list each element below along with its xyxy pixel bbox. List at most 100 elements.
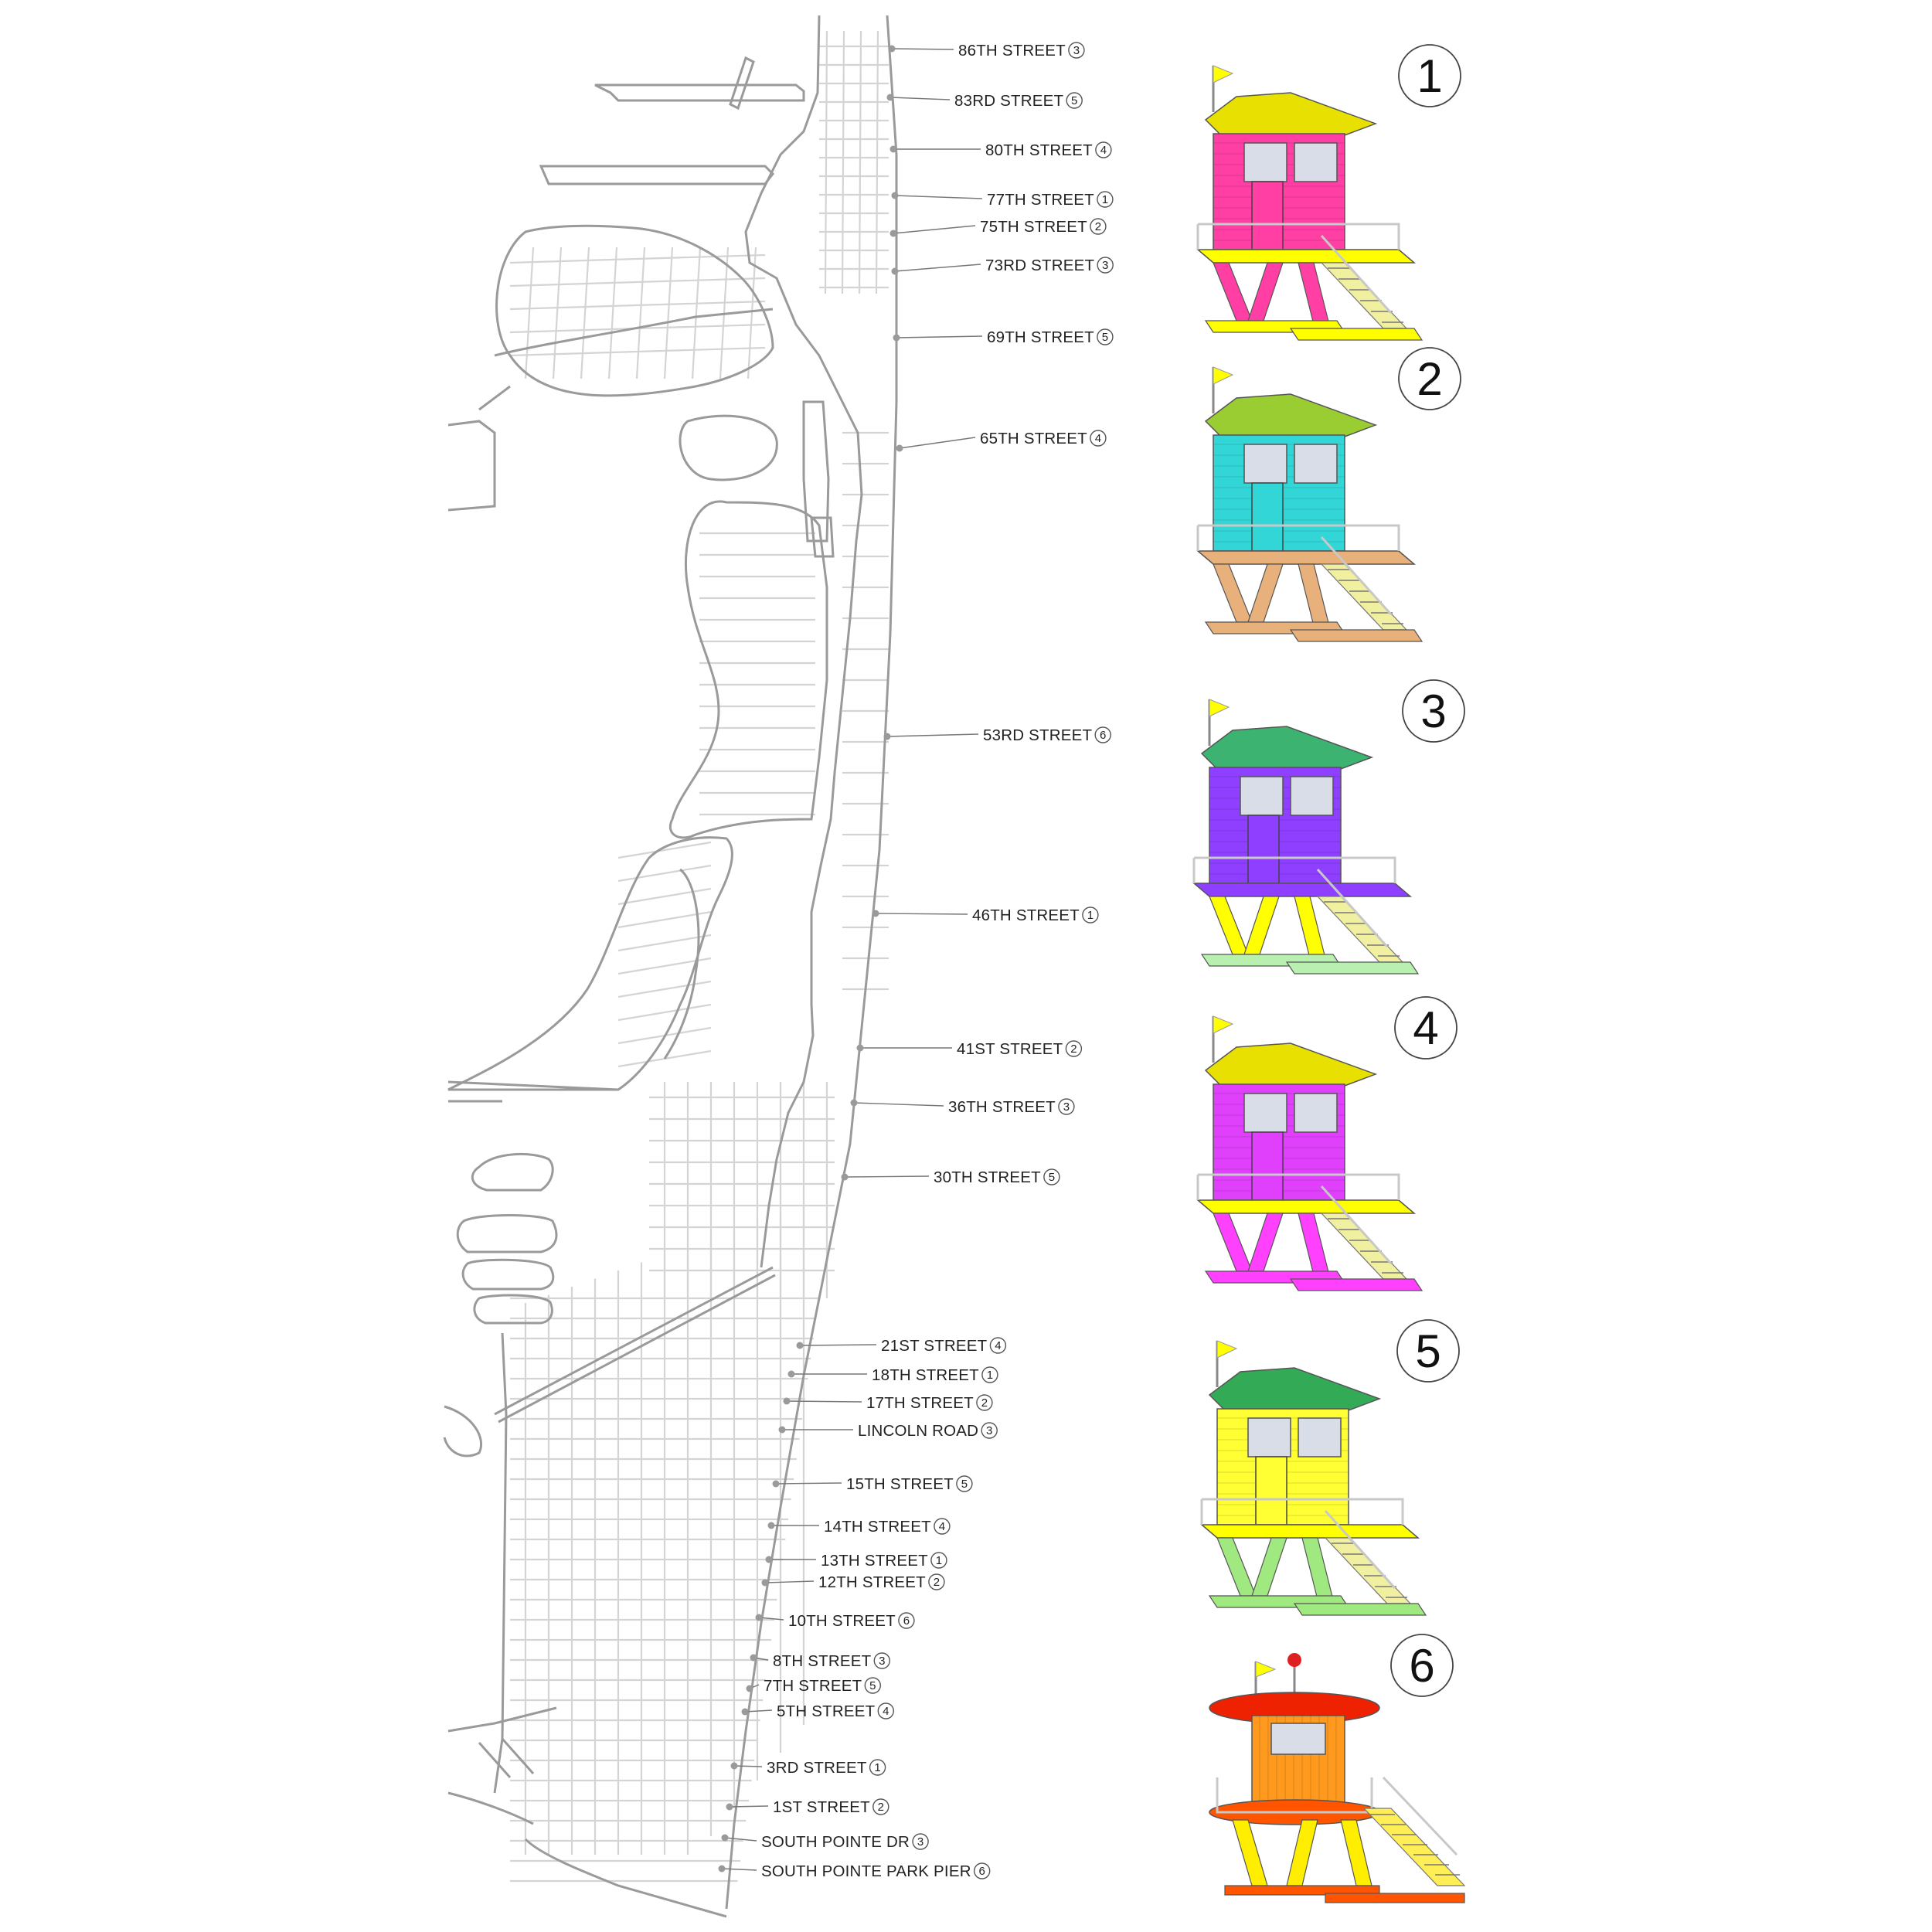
station-label: 69TH STREET [987,328,1094,346]
tower-number-badge [1396,1319,1460,1383]
station-dot [778,1426,786,1434]
station-label: 7TH STREET [764,1677,862,1695]
tower-type-badge [912,1833,929,1850]
tower-type-badge [873,1652,890,1669]
tower-type-badge [974,1862,991,1879]
station-label: 83RD STREET [954,92,1063,110]
station-dot [755,1614,763,1621]
tower-type-badge [877,1702,894,1719]
leader-line [744,1709,773,1713]
tower-number: 4 [1413,1002,1438,1054]
tower-type-number: 1 [987,1369,993,1382]
station-label: 10TH STREET [788,1612,896,1630]
tower-type-badge [981,1366,998,1383]
tower-type-number: 3 [879,1655,885,1668]
station-dot [872,910,879,917]
station-dot [726,1803,733,1811]
lifeguard-tower-5: 5 [1199,1319,1460,1616]
station-dot [891,192,899,199]
tower-type-number: 4 [1095,432,1101,445]
station-dot [750,1654,757,1662]
station-label: 41ST STREET [957,1040,1063,1058]
tower-type-badge [1097,191,1114,208]
station-dot [730,1762,738,1770]
leader-line [729,1805,769,1808]
station-label: 86TH STREET [958,42,1066,60]
station-dot [888,45,896,53]
tower-type-number: 5 [869,1679,876,1692]
tower-type-number: 4 [939,1520,945,1533]
station-label: 65TH STREET [980,430,1087,447]
leader-line [844,1175,930,1178]
station-label: 75TH STREET [980,218,1087,236]
lifeguard-tower-icon [1199,1340,1427,1616]
tower-type-badge [989,1337,1007,1354]
station-label: 12TH STREET [818,1573,926,1591]
tower-number-badge [1390,1634,1454,1697]
station-label: 73RD STREET [985,257,1094,274]
tower-type-badge [1094,726,1111,743]
tower-type-badge [981,1422,998,1439]
tower-type-badge [1097,328,1114,345]
lifeguard-tower-icon [1196,1015,1423,1291]
tower-type-badge [1097,257,1114,274]
tower-type-badge [898,1612,915,1629]
tower-type-number: 6 [979,1865,985,1878]
tower-number-badge [1398,44,1461,107]
leader-line [786,1400,862,1403]
station-dot [718,1865,726,1872]
station-dot [891,267,899,275]
tower-type-number: 4 [883,1705,889,1718]
leader-line [894,264,981,272]
station-dot [893,334,900,342]
tower-type-number: 2 [878,1801,884,1814]
station-label: 30TH STREET [934,1168,1041,1186]
station-marker: 14TH STREET 4 [767,1518,951,1536]
station-label: 53RD STREET [983,726,1092,744]
leader-line [733,1765,763,1767]
tower-type-number: 3 [917,1835,923,1849]
station-label: 14TH STREET [824,1518,931,1536]
tower-type-number: 3 [1063,1100,1070,1114]
station-dot [796,1342,804,1349]
tower-type-number: 1 [1102,193,1108,206]
leader-line [853,1102,944,1107]
tower-number: 1 [1417,50,1442,102]
tower-type-number: 3 [1073,44,1080,57]
station-label: 8TH STREET [773,1652,872,1670]
tower-type-badge [976,1394,993,1411]
tower-type-number: 1 [874,1761,880,1774]
tower-type-badge [1090,430,1107,447]
station-dot [896,444,903,452]
tower-type-badge [1065,1040,1083,1057]
coastline [443,15,898,1918]
tower-type-badge [930,1552,947,1569]
leader-line [889,97,951,100]
tower-type-number: 2 [1095,220,1101,233]
station-marker: 86TH STREET 3 [888,42,1085,60]
station-dot [767,1522,775,1529]
tower-type-number: 1 [1087,909,1094,922]
lifeguard-tower-icon [1192,699,1420,975]
station-dot [883,733,891,740]
tower-number: 5 [1415,1325,1440,1377]
tower-type-badge [934,1518,951,1535]
station-label: LINCOLN ROAD [858,1422,978,1440]
lifeguard-tower-icon [1196,65,1423,341]
station-dot [850,1099,858,1107]
